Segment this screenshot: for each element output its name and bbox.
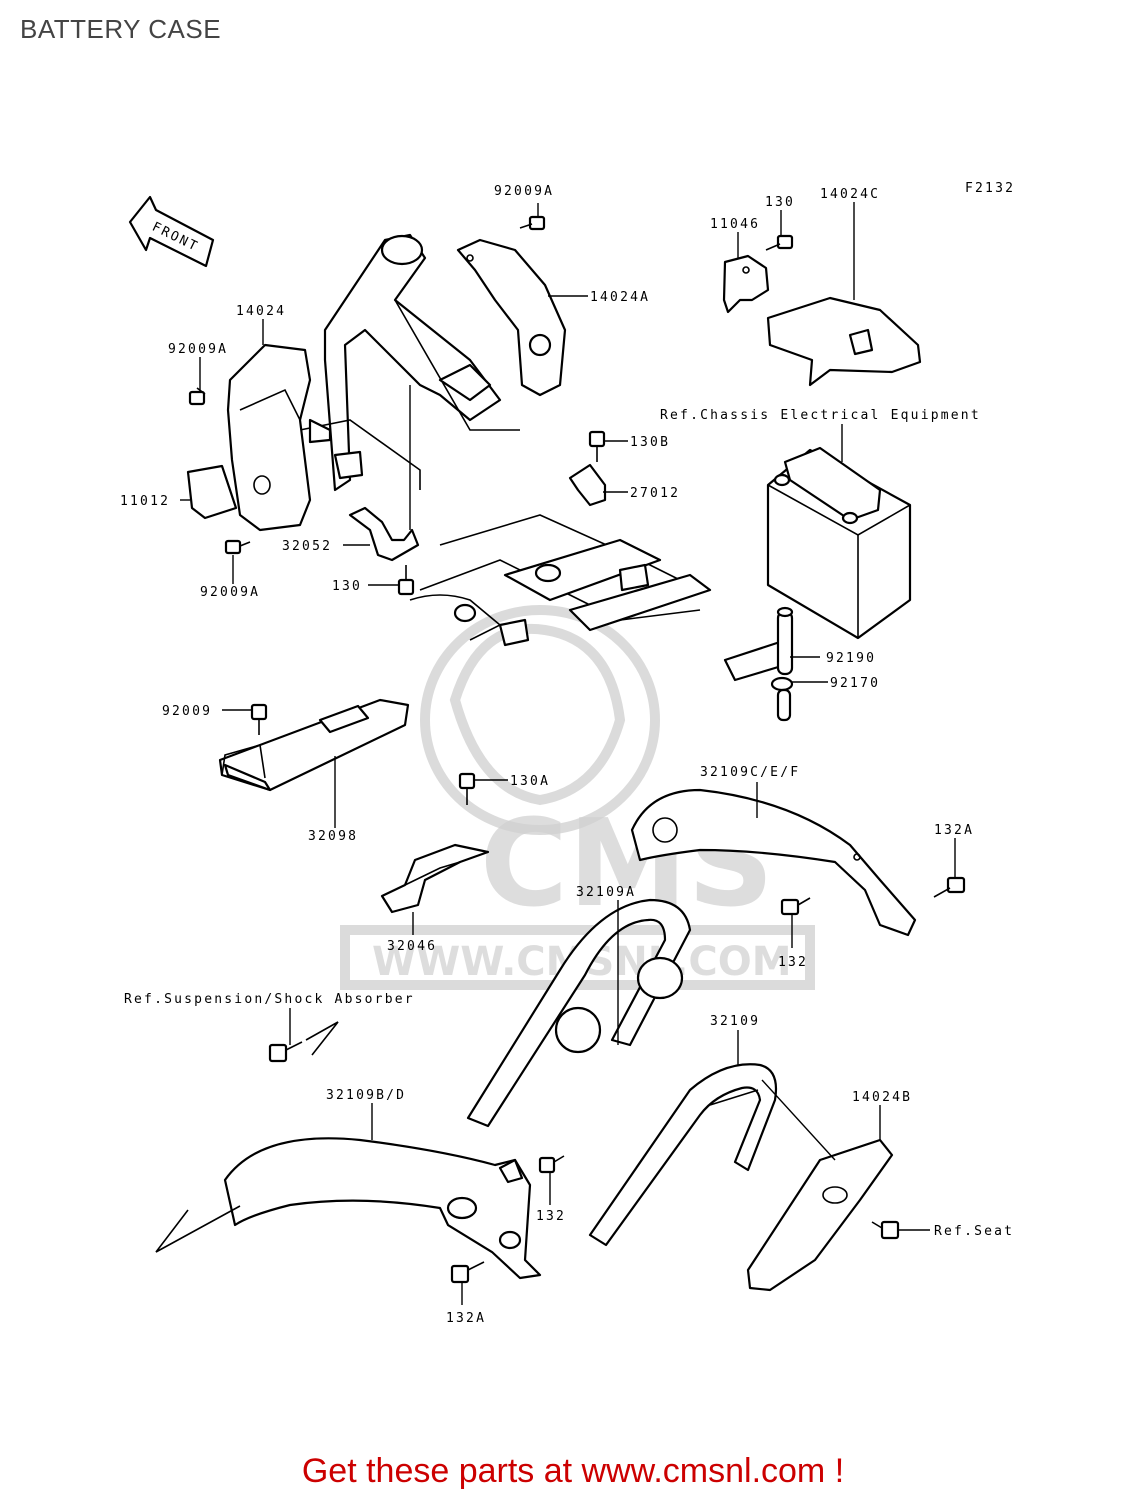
rear-frame [409, 514, 712, 647]
bolt-130-top [765, 234, 794, 251]
bolt-132A-right [933, 876, 966, 898]
bolt-ref-seat [871, 1220, 900, 1240]
label-14024A: 14024A [590, 290, 650, 305]
part-32109CEF-rail [630, 788, 917, 937]
label-14024B: 14024B [852, 1090, 912, 1105]
label-130-top: 130 [765, 195, 795, 210]
bolt-130A [458, 772, 476, 805]
part-labels: 92009A 130 11046 14024C 14024A 14024 920… [120, 184, 1014, 1326]
part-32098-tray [218, 698, 410, 792]
label-92009: 92009 [162, 704, 212, 719]
label-92170: 92170 [830, 676, 880, 691]
leader-lines [180, 202, 956, 1305]
label-32098: 32098 [308, 829, 358, 844]
bolt-suspension [268, 1021, 339, 1063]
label-32109CEF: 32109C/E/F [700, 765, 800, 780]
part-32052-bracket [348, 506, 420, 562]
part-11012-pad [186, 464, 238, 520]
bolt-132-low [538, 1155, 565, 1174]
bolt-130-mid [397, 565, 415, 596]
page-title: BATTERY CASE [20, 14, 222, 44]
part-battery [766, 446, 912, 640]
part-27012-clip [568, 463, 607, 507]
part-32046-bracket [380, 843, 490, 914]
label-130B: 130B [630, 435, 670, 450]
bolt-92009A-left [188, 387, 206, 406]
bolt-92009 [250, 703, 268, 735]
label-132-low: 132 [536, 1209, 566, 1224]
bolt-130B [588, 430, 606, 462]
part-32109A-bar [466, 898, 692, 1128]
label-ref-chassis: Ref.Chassis Electrical Equipment [660, 408, 981, 423]
label-132-mid: 132 [778, 955, 808, 970]
bolt-132A-bottom [450, 1261, 485, 1284]
label-11012: 11012 [120, 494, 170, 509]
part-14024A-cover [456, 238, 567, 397]
label-32109: 32109 [710, 1014, 760, 1029]
part-14024C-cover [766, 296, 922, 387]
footer-link[interactable]: Get these parts at www.cmsnl.com ! [301, 1452, 845, 1490]
part-32109-bar [588, 1063, 778, 1247]
label-92009A-low: 92009A [200, 585, 260, 600]
label-27012: 27012 [630, 486, 680, 501]
pointer-32109BD [155, 1205, 241, 1253]
label-92009A-left: 92009A [168, 342, 228, 357]
parts-diagram: CMS WWW.CMSNL.COM FRONT F2132 [120, 181, 1015, 1326]
label-130A: 130A [510, 774, 550, 789]
label-132A-right: 132A [934, 823, 974, 838]
part-92170-hose [770, 676, 794, 722]
label-130-mid: 130 [332, 579, 362, 594]
bolt-92009A-low [224, 539, 251, 555]
label-32052: 32052 [282, 539, 332, 554]
label-14024C: 14024C [820, 187, 880, 202]
label-92190: 92190 [826, 651, 876, 666]
label-32109BD: 32109B/D [326, 1088, 406, 1103]
front-arrow-icon: FRONT [128, 195, 215, 268]
label-32109A: 32109A [576, 885, 636, 900]
label-132A-bottom: 132A [446, 1311, 486, 1326]
part-92190-strap [723, 606, 794, 682]
figure-code: F2132 [965, 181, 1015, 196]
label-32046: 32046 [387, 939, 437, 954]
bolt-92009A-top [519, 215, 546, 231]
label-ref-seat: Ref.Seat [934, 1224, 1014, 1239]
label-14024: 14024 [236, 304, 286, 319]
bolt-132-mid [780, 897, 811, 916]
frame-chassis [299, 233, 520, 492]
part-14024B-cover [746, 1138, 894, 1292]
part-11046-bracket [722, 254, 770, 314]
label-ref-suspension: Ref.Suspension/Shock Absorber [124, 992, 415, 1007]
part-32109BD-rail [223, 1137, 542, 1280]
label-92009A-top: 92009A [494, 184, 554, 199]
part-14024-cover [226, 343, 312, 532]
label-11046: 11046 [710, 217, 760, 232]
